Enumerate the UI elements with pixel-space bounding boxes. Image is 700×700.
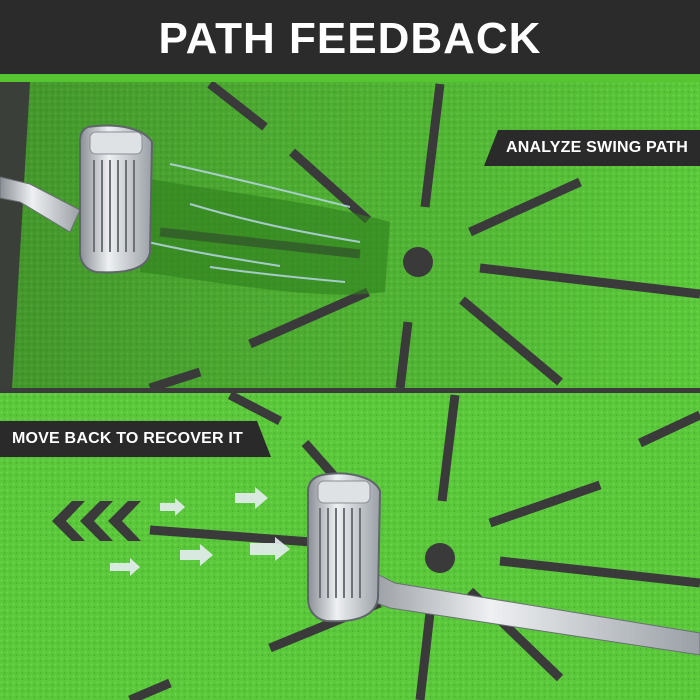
- back-chevrons: [52, 501, 141, 541]
- page-title: PATH FEEDBACK: [158, 14, 542, 63]
- golf-club-head-icon: [79, 124, 154, 274]
- guide-lines: [128, 393, 700, 700]
- caption-analyze-swing-path: ANALYZE SWING PATH: [484, 130, 700, 166]
- caption-move-back-to-recover: MOVE BACK TO RECOVER IT: [0, 421, 271, 457]
- panel-divider: [0, 388, 700, 393]
- target-hole: [403, 247, 433, 277]
- panel-analyze-swing-path: ANALYZE SWING PATH: [0, 82, 700, 388]
- target-hole: [425, 543, 455, 573]
- turf-mat: [0, 82, 700, 388]
- accent-stripe: [0, 74, 700, 82]
- header-banner: PATH FEEDBACK: [0, 0, 700, 78]
- panel-move-back-to-recover: MOVE BACK TO RECOVER IT: [0, 393, 700, 700]
- swing-trail-arrows-icon: [110, 487, 290, 576]
- golf-club-head-icon: [307, 472, 382, 623]
